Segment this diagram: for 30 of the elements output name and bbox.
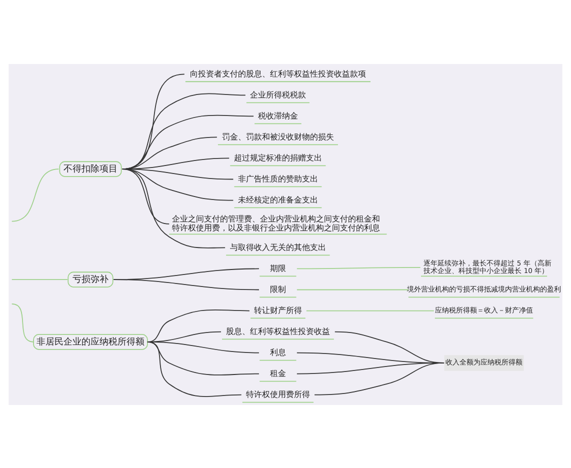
connector: [11, 168, 60, 222]
node-text: 非广告性质的赞助支出: [238, 172, 318, 183]
node-text: 限制: [270, 283, 286, 294]
connector: [11, 303, 34, 342]
node-text: 利息: [270, 346, 286, 356]
node-text: 租金: [270, 367, 286, 378]
connector: [296, 266, 421, 269]
node-box: 不得扣除项目: [59, 160, 122, 176]
node-text: 期限: [270, 262, 286, 272]
node-text: 未经核定的准备金支出: [238, 194, 318, 204]
node-box: 非居民企业的应纳税所得额: [33, 334, 148, 350]
node-text: 罚金、罚款和被没收财物的损失: [222, 130, 334, 141]
connector: [147, 308, 250, 342]
connector: [113, 278, 260, 290]
node-text: 转让财产所得: [254, 304, 302, 314]
connector: [11, 278, 68, 280]
node-text: 特许权使用费所得: [246, 388, 310, 398]
connector: [306, 310, 434, 311]
node-text: 企业之间支付的管理费、企业内营业机构之间支付的租金和特许权使用费，以及非银行企业内营业机构之间支付的利息: [172, 213, 380, 232]
connector: [296, 288, 409, 290]
node-box: 亏损弥补: [68, 271, 114, 287]
node-text: 税收滞纳金: [258, 110, 298, 120]
node-text: 超过规定标准的捐赠支出: [234, 152, 322, 162]
node-text: 企业所得税税款: [250, 88, 306, 99]
connector: [122, 168, 226, 248]
node-text: 股息、红利等权益性投资收益: [226, 325, 330, 336]
node-text: 与取得收入无关的其他支出: [230, 241, 326, 252]
node-text: 向投资者支付的股息、红利等权益性投资收益款项: [190, 68, 366, 78]
connector: [314, 362, 444, 395]
connector: [147, 341, 242, 396]
